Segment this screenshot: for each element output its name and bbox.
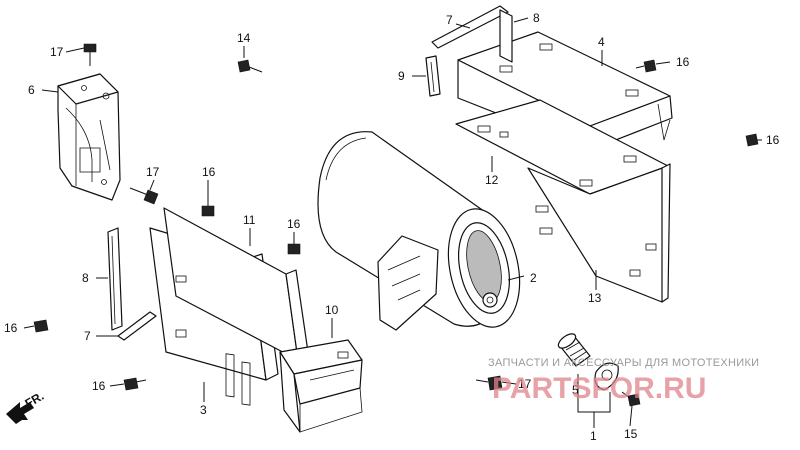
callout-14: 14 [237, 31, 251, 45]
front-direction-indicator: FR. [6, 389, 46, 424]
bolt-part-16-upper [201, 196, 215, 217]
callout-16-top-right: 16 [676, 55, 690, 69]
bolt-part-17-mid [129, 187, 159, 205]
callout-8-left: 8 [82, 271, 89, 285]
leader-lines [23, 17, 762, 428]
callout-4: 4 [598, 35, 605, 49]
watermark-text: ЗАПЧАСТИ И АКСЕССУАРЫ ДЛЯ МОТОТЕХНИКИ [488, 357, 759, 369]
callout-11: 11 [243, 213, 256, 227]
bolt-part-14 [237, 59, 263, 73]
strip-part-8-left [107, 227, 123, 331]
callout-13: 13 [588, 291, 602, 305]
bracket-part-6 [57, 73, 121, 201]
strip-part-9 [425, 55, 441, 97]
bolt-part-17-top [83, 43, 97, 66]
gasket-part-5 [594, 362, 619, 391]
frame-part-10 [279, 339, 363, 433]
callout-16-left: 16 [4, 321, 18, 335]
strip-part-8-top [499, 9, 513, 63]
strip-part-7-top [431, 5, 509, 49]
callout-16-far-right: 16 [766, 133, 780, 147]
callout-17-top: 17 [50, 45, 64, 59]
arrester-part-5 [557, 333, 591, 367]
callout-8-top: 8 [533, 11, 540, 25]
strip-part-7-left [117, 311, 157, 341]
callout-2: 2 [530, 271, 537, 285]
callout-6: 6 [28, 83, 35, 97]
muffler-part-2 [317, 131, 521, 331]
callout-1: 1 [590, 429, 597, 443]
callout-15: 15 [624, 427, 638, 441]
callout-16-bottom: 16 [92, 379, 106, 393]
callout-7-top: 7 [446, 13, 453, 27]
callout-17-mid: 17 [146, 165, 160, 179]
watermark: ЗАПЧАСТИ И АКСЕССУАРЫ ДЛЯ МОТОТЕХНИКИ PA… [488, 357, 759, 405]
callout-9: 9 [398, 69, 405, 83]
bolt-part-16-bottom [123, 377, 147, 391]
bolt-part-15 [621, 391, 641, 407]
callout-10: 10 [325, 303, 339, 317]
callout-3: 3 [200, 403, 207, 417]
callout-labels: 17 6 14 17 16 11 16 8 7 16 16 3 10 2 7 8… [4, 11, 780, 443]
callout-16-right-side: 16 [287, 217, 301, 231]
watermark-logo: PARTSFOR.RU [492, 372, 706, 405]
callout-17-lower: 17 [518, 377, 532, 391]
arrow-icon [6, 402, 34, 424]
bolt-part-16-left [33, 319, 49, 333]
callout-7-left: 7 [84, 329, 91, 343]
callout-16-upper: 16 [202, 165, 216, 179]
panel-part-13 [527, 163, 671, 303]
bolt-part-16-top-right [635, 59, 657, 73]
callout-12: 12 [485, 173, 499, 187]
callout-5: 5 [572, 383, 579, 397]
bolt-part-17-lower [475, 375, 503, 391]
bolt-part-16-far-right [745, 133, 759, 147]
